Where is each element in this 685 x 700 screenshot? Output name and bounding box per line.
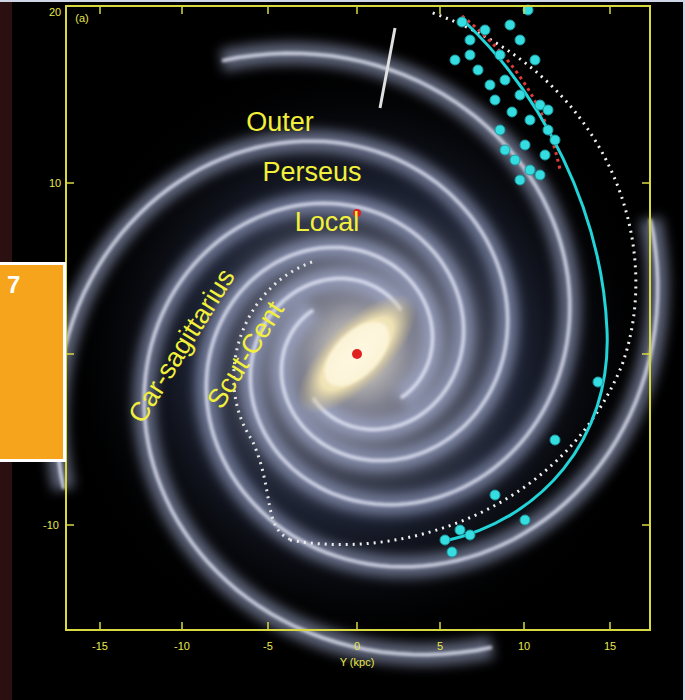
axis-tick-label: 20	[49, 6, 61, 18]
axis-tick-label: -10	[43, 519, 59, 531]
arm-line	[144, 203, 492, 654]
x-tick	[267, 6, 269, 14]
x-tick	[99, 6, 101, 14]
galactic-center-marker	[352, 349, 362, 359]
arm-name: Local	[295, 207, 360, 238]
bar-core	[313, 310, 401, 398]
maser-dot	[465, 530, 475, 540]
x-tick	[439, 622, 441, 630]
maser-dot	[520, 515, 530, 525]
arm-line	[222, 53, 570, 504]
spiral-arms-glow	[56, 53, 657, 654]
x-tick	[439, 6, 441, 14]
y-tick	[66, 353, 74, 355]
panel-letter: (a)	[75, 12, 88, 24]
x-tick	[99, 622, 101, 630]
axis-tick-label: -5	[263, 640, 273, 652]
maser-dot	[593, 377, 603, 387]
white-streak	[380, 28, 395, 108]
maser-dot	[515, 35, 525, 45]
panel-number: 7	[7, 271, 59, 299]
maser-dot	[515, 90, 525, 100]
axis-frame	[66, 6, 650, 630]
arm-glow	[206, 219, 657, 567]
galactic-disc	[57, 54, 657, 654]
maser-dot	[465, 35, 475, 45]
maser-dot	[440, 535, 450, 545]
maser-dot	[485, 80, 495, 90]
x-tick	[356, 6, 358, 14]
maser-dot	[500, 145, 510, 155]
maser-dot	[550, 435, 560, 445]
maser-dot	[495, 50, 505, 60]
maser-dot	[480, 25, 490, 35]
maser-dot	[520, 140, 530, 150]
maser-dot	[457, 17, 467, 27]
maser-dot	[543, 125, 553, 135]
central-bar	[279, 276, 435, 432]
maser-dot	[530, 55, 540, 65]
axis-title: Y (kpc)	[340, 656, 375, 668]
x-tick	[523, 6, 525, 14]
arm-name: Perseus	[262, 157, 361, 188]
y-tick	[642, 524, 650, 526]
red-dotted-arm	[462, 16, 560, 170]
arm-name: Outer	[246, 107, 314, 138]
maser-dot	[500, 75, 510, 85]
maser-dot	[550, 135, 560, 145]
y-tick	[642, 353, 650, 355]
y-tick	[642, 182, 650, 184]
x-tick	[609, 622, 611, 630]
dotted-arm-model	[290, 12, 636, 545]
maser-dot	[447, 547, 457, 557]
axis-ticks	[66, 6, 650, 630]
arm-line	[206, 219, 657, 567]
x-tick	[356, 622, 358, 630]
orange-panel: 7	[0, 262, 66, 462]
maser-dot	[543, 105, 553, 115]
axis-tick-label: 15	[604, 640, 616, 652]
x-tick	[181, 6, 183, 14]
x-tick	[267, 622, 269, 630]
axis-tick-label: 10	[518, 640, 530, 652]
axis-tick-label: 0	[354, 640, 360, 652]
x-tick	[181, 622, 183, 630]
y-tick	[66, 182, 74, 184]
x-tick	[523, 622, 525, 630]
maser-dot	[507, 107, 517, 117]
maser-dot	[515, 175, 525, 185]
maser-dot	[505, 20, 515, 30]
maser-dot	[525, 115, 535, 125]
top-edge	[0, 0, 685, 2]
maser-dot	[465, 50, 475, 60]
maser-dot	[495, 125, 505, 135]
spiral-arms	[56, 53, 657, 654]
axis-tick-label: -15	[92, 640, 108, 652]
axis-tick-label: 5	[437, 640, 443, 652]
maser-dot	[540, 150, 550, 160]
maser-dot	[510, 155, 520, 165]
maser-sources	[440, 5, 603, 557]
y-tick	[66, 524, 74, 526]
x-tick	[609, 6, 611, 14]
cyan-arm-fit	[445, 22, 607, 541]
arm-glow	[144, 203, 492, 654]
maser-dot	[490, 490, 500, 500]
axis-tick-label: -10	[174, 640, 190, 652]
maser-dot	[473, 65, 483, 75]
maser-dot	[455, 525, 465, 535]
maser-dot	[450, 55, 460, 65]
maser-dot	[535, 170, 545, 180]
axis-tick-label: 10	[49, 177, 61, 189]
right-edge	[683, 0, 685, 700]
maser-dot	[490, 95, 500, 105]
maser-dot	[525, 165, 535, 175]
arm-line	[56, 141, 507, 489]
